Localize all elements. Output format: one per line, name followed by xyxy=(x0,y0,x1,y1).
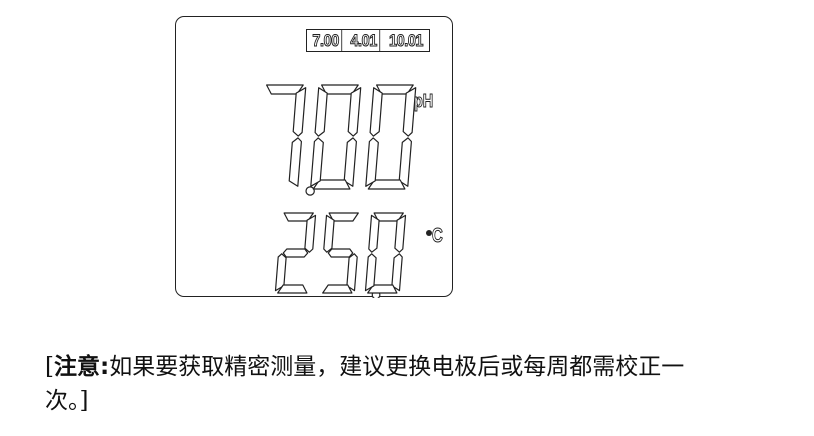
note-close-bracket: ] xyxy=(79,388,89,414)
temperature-reading xyxy=(274,212,407,298)
note-label: 注意: xyxy=(53,354,110,380)
ph-reading xyxy=(265,84,417,196)
buffer-1001: 10.01 xyxy=(389,31,424,51)
buffer-indicators: 7.00 4.01 10.01 xyxy=(306,29,431,52)
seven-segment-readout xyxy=(265,84,417,298)
note-open-bracket: [ xyxy=(45,354,54,380)
calibration-note: [注意:如果要获取精密测量，建议更换电极后或每周都需校正一次。] xyxy=(45,350,725,418)
ph-unit-label: pH xyxy=(414,91,434,112)
buffer-700: 7.00 xyxy=(310,30,343,51)
degree-icon xyxy=(426,230,432,236)
buffer-401: 4.01 xyxy=(348,30,381,51)
lcd-display: 7.00 4.01 10.01 pH C xyxy=(175,16,453,298)
celsius-unit-label: C xyxy=(432,225,444,248)
note-text: 如果要获取精密测量，建议更换电极后或每周都需校正一次。 xyxy=(45,354,685,414)
